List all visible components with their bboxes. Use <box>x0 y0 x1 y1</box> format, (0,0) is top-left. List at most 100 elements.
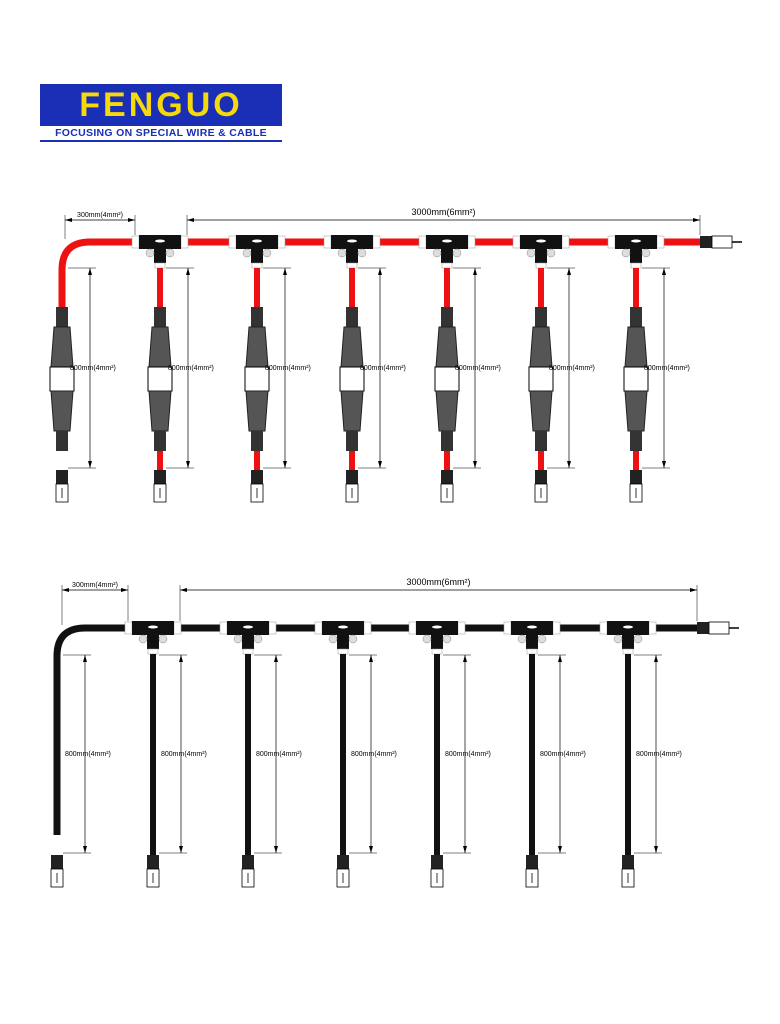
lead-length-label: 300mm(4mm²) <box>77 212 123 219</box>
arrow-head <box>65 218 72 222</box>
mc4-connector <box>431 855 443 869</box>
branch-length-label: 800mm(4mm²) <box>636 751 682 758</box>
t-connector-collar <box>363 621 372 635</box>
branch-length-label: 800mm(4mm²) <box>455 365 501 372</box>
t-connector-mark <box>442 239 452 243</box>
arrow-head <box>662 461 666 468</box>
arrow-head <box>473 461 477 468</box>
t-connector-collar <box>648 621 657 635</box>
fuse-body <box>340 390 364 432</box>
logo-underline <box>40 140 282 142</box>
fuse-holder-label <box>244 366 270 392</box>
t-connector-nut <box>621 248 631 258</box>
mc4-connector <box>535 470 547 484</box>
t-connector-mark <box>338 625 348 629</box>
t-connector-collar <box>251 262 263 269</box>
fenguo-logo: FENGUO FOCUSING ON SPECIAL WIRE & CABLE <box>40 84 282 142</box>
t-connector-collar <box>173 621 182 635</box>
t-connector-stem <box>147 635 159 649</box>
t-connector-mark <box>527 625 537 629</box>
t-connector-nut <box>442 634 452 644</box>
branch: 800mm(4mm²) <box>314 621 397 888</box>
branch: 800mm(4mm²) <box>228 235 311 503</box>
arrow-head <box>463 846 467 853</box>
t-connector-collar <box>526 648 538 655</box>
t-connector-collar <box>467 235 476 249</box>
t-connector-mark <box>243 625 253 629</box>
t-connector-collar <box>552 621 561 635</box>
arrow-head <box>88 461 92 468</box>
t-connector-nut <box>641 248 651 258</box>
main-length-label: 3000mm(6mm²) <box>406 577 470 587</box>
branch: 800mm(4mm²) <box>599 621 682 888</box>
logo-tagline: FOCUSING ON SPECIAL WIRE & CABLE <box>55 127 267 139</box>
t-connector-collar <box>372 235 381 249</box>
arrow-head <box>186 268 190 275</box>
arrow-head <box>83 846 87 853</box>
t-connector-collar <box>457 621 466 635</box>
mc4-connector <box>630 470 642 484</box>
t-connector-stem <box>622 635 634 649</box>
t-connector-nut <box>328 634 338 644</box>
arrow-head <box>274 655 278 662</box>
branch: 800mm(4mm²) <box>418 235 501 503</box>
branch-length-label: 800mm(4mm²) <box>351 751 397 758</box>
t-connector-nut <box>165 248 175 258</box>
t-connector-stem <box>441 249 453 263</box>
t-connector-nut <box>138 634 148 644</box>
arrow-head <box>128 218 135 222</box>
t-connector-collar <box>561 235 570 249</box>
arrow-head <box>662 268 666 275</box>
fuse-nut <box>346 307 358 327</box>
fuse-body <box>245 326 269 368</box>
arrow-head <box>180 588 187 592</box>
t-connector-nut <box>526 248 536 258</box>
branch: 800mm(4mm²) <box>512 235 595 503</box>
fuse-body <box>340 326 364 368</box>
fuse-nut <box>441 431 453 451</box>
fuse-nut <box>251 307 263 327</box>
end-connector-plug <box>711 235 733 249</box>
t-connector-stem <box>154 249 166 263</box>
t-connector-nut <box>253 634 263 644</box>
branch: 800mm(4mm²) <box>323 235 406 503</box>
mc4-connector <box>56 470 68 484</box>
t-connector-mark <box>432 625 442 629</box>
branch: 800mm(4mm²) <box>50 654 111 888</box>
branch-length-label: 800mm(4mm²) <box>70 365 116 372</box>
t-connector-collar <box>131 235 140 249</box>
t-connector-mark <box>155 239 165 243</box>
arrow-head <box>567 461 571 468</box>
t-connector-nut <box>633 634 643 644</box>
branch-length-label: 800mm(4mm²) <box>445 751 491 758</box>
branch-length-label: 800mm(4mm²) <box>161 751 207 758</box>
fuse-nut <box>154 431 166 451</box>
arrow-head <box>88 268 92 275</box>
fuse-body <box>529 390 553 432</box>
arrow-head <box>473 268 477 275</box>
t-connector-collar <box>180 235 189 249</box>
mc4-connector <box>622 855 634 869</box>
t-connector-collar <box>441 262 453 269</box>
fuse-body <box>245 390 269 432</box>
mc4-connector <box>337 855 349 869</box>
t-connector-collar <box>630 262 642 269</box>
mc4-connector <box>526 855 538 869</box>
branch-length-label: 800mm(4mm²) <box>168 365 214 372</box>
t-connector-collar <box>124 621 133 635</box>
fuse-body <box>435 390 459 432</box>
branch-length-label: 800mm(4mm²) <box>265 365 311 372</box>
branch: 800mm(4mm²) <box>124 621 207 888</box>
t-connector-collar <box>418 235 427 249</box>
t-connector-collar <box>408 621 417 635</box>
branch: 800mm(4mm²) <box>131 235 214 503</box>
fuse-nut <box>56 307 68 327</box>
t-connector-nut <box>158 634 168 644</box>
t-connector-collar <box>323 235 332 249</box>
t-connector-collar <box>268 621 277 635</box>
end-connector <box>697 622 709 634</box>
arrow-head <box>121 588 128 592</box>
arrow-head <box>62 588 69 592</box>
mc4-connector <box>251 470 263 484</box>
